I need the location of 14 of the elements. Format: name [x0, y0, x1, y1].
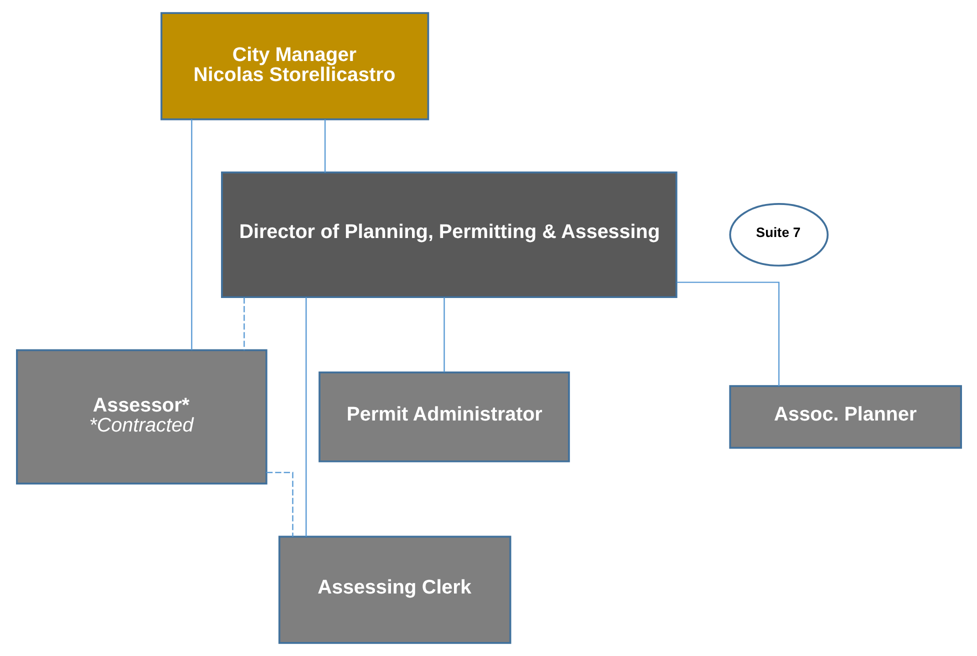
node-box: Director of Planning, Permitting & Assessing	[220, 171, 677, 298]
node-box: Permit Administrator	[318, 372, 570, 462]
node-box: Assessor* *Contracted	[16, 349, 267, 485]
connector	[305, 297, 306, 536]
connector	[676, 282, 780, 386]
connector	[443, 297, 444, 372]
connector	[266, 472, 293, 537]
node-ellipse: Suite 7	[728, 202, 828, 267]
node-box: Assoc. Planner	[728, 385, 962, 449]
connector	[190, 119, 192, 350]
connector	[243, 297, 244, 350]
connector	[324, 120, 326, 172]
node-box: City Manager Nicolas Storellicastro	[160, 12, 429, 120]
node-box: Assessing Clerk	[278, 536, 511, 644]
